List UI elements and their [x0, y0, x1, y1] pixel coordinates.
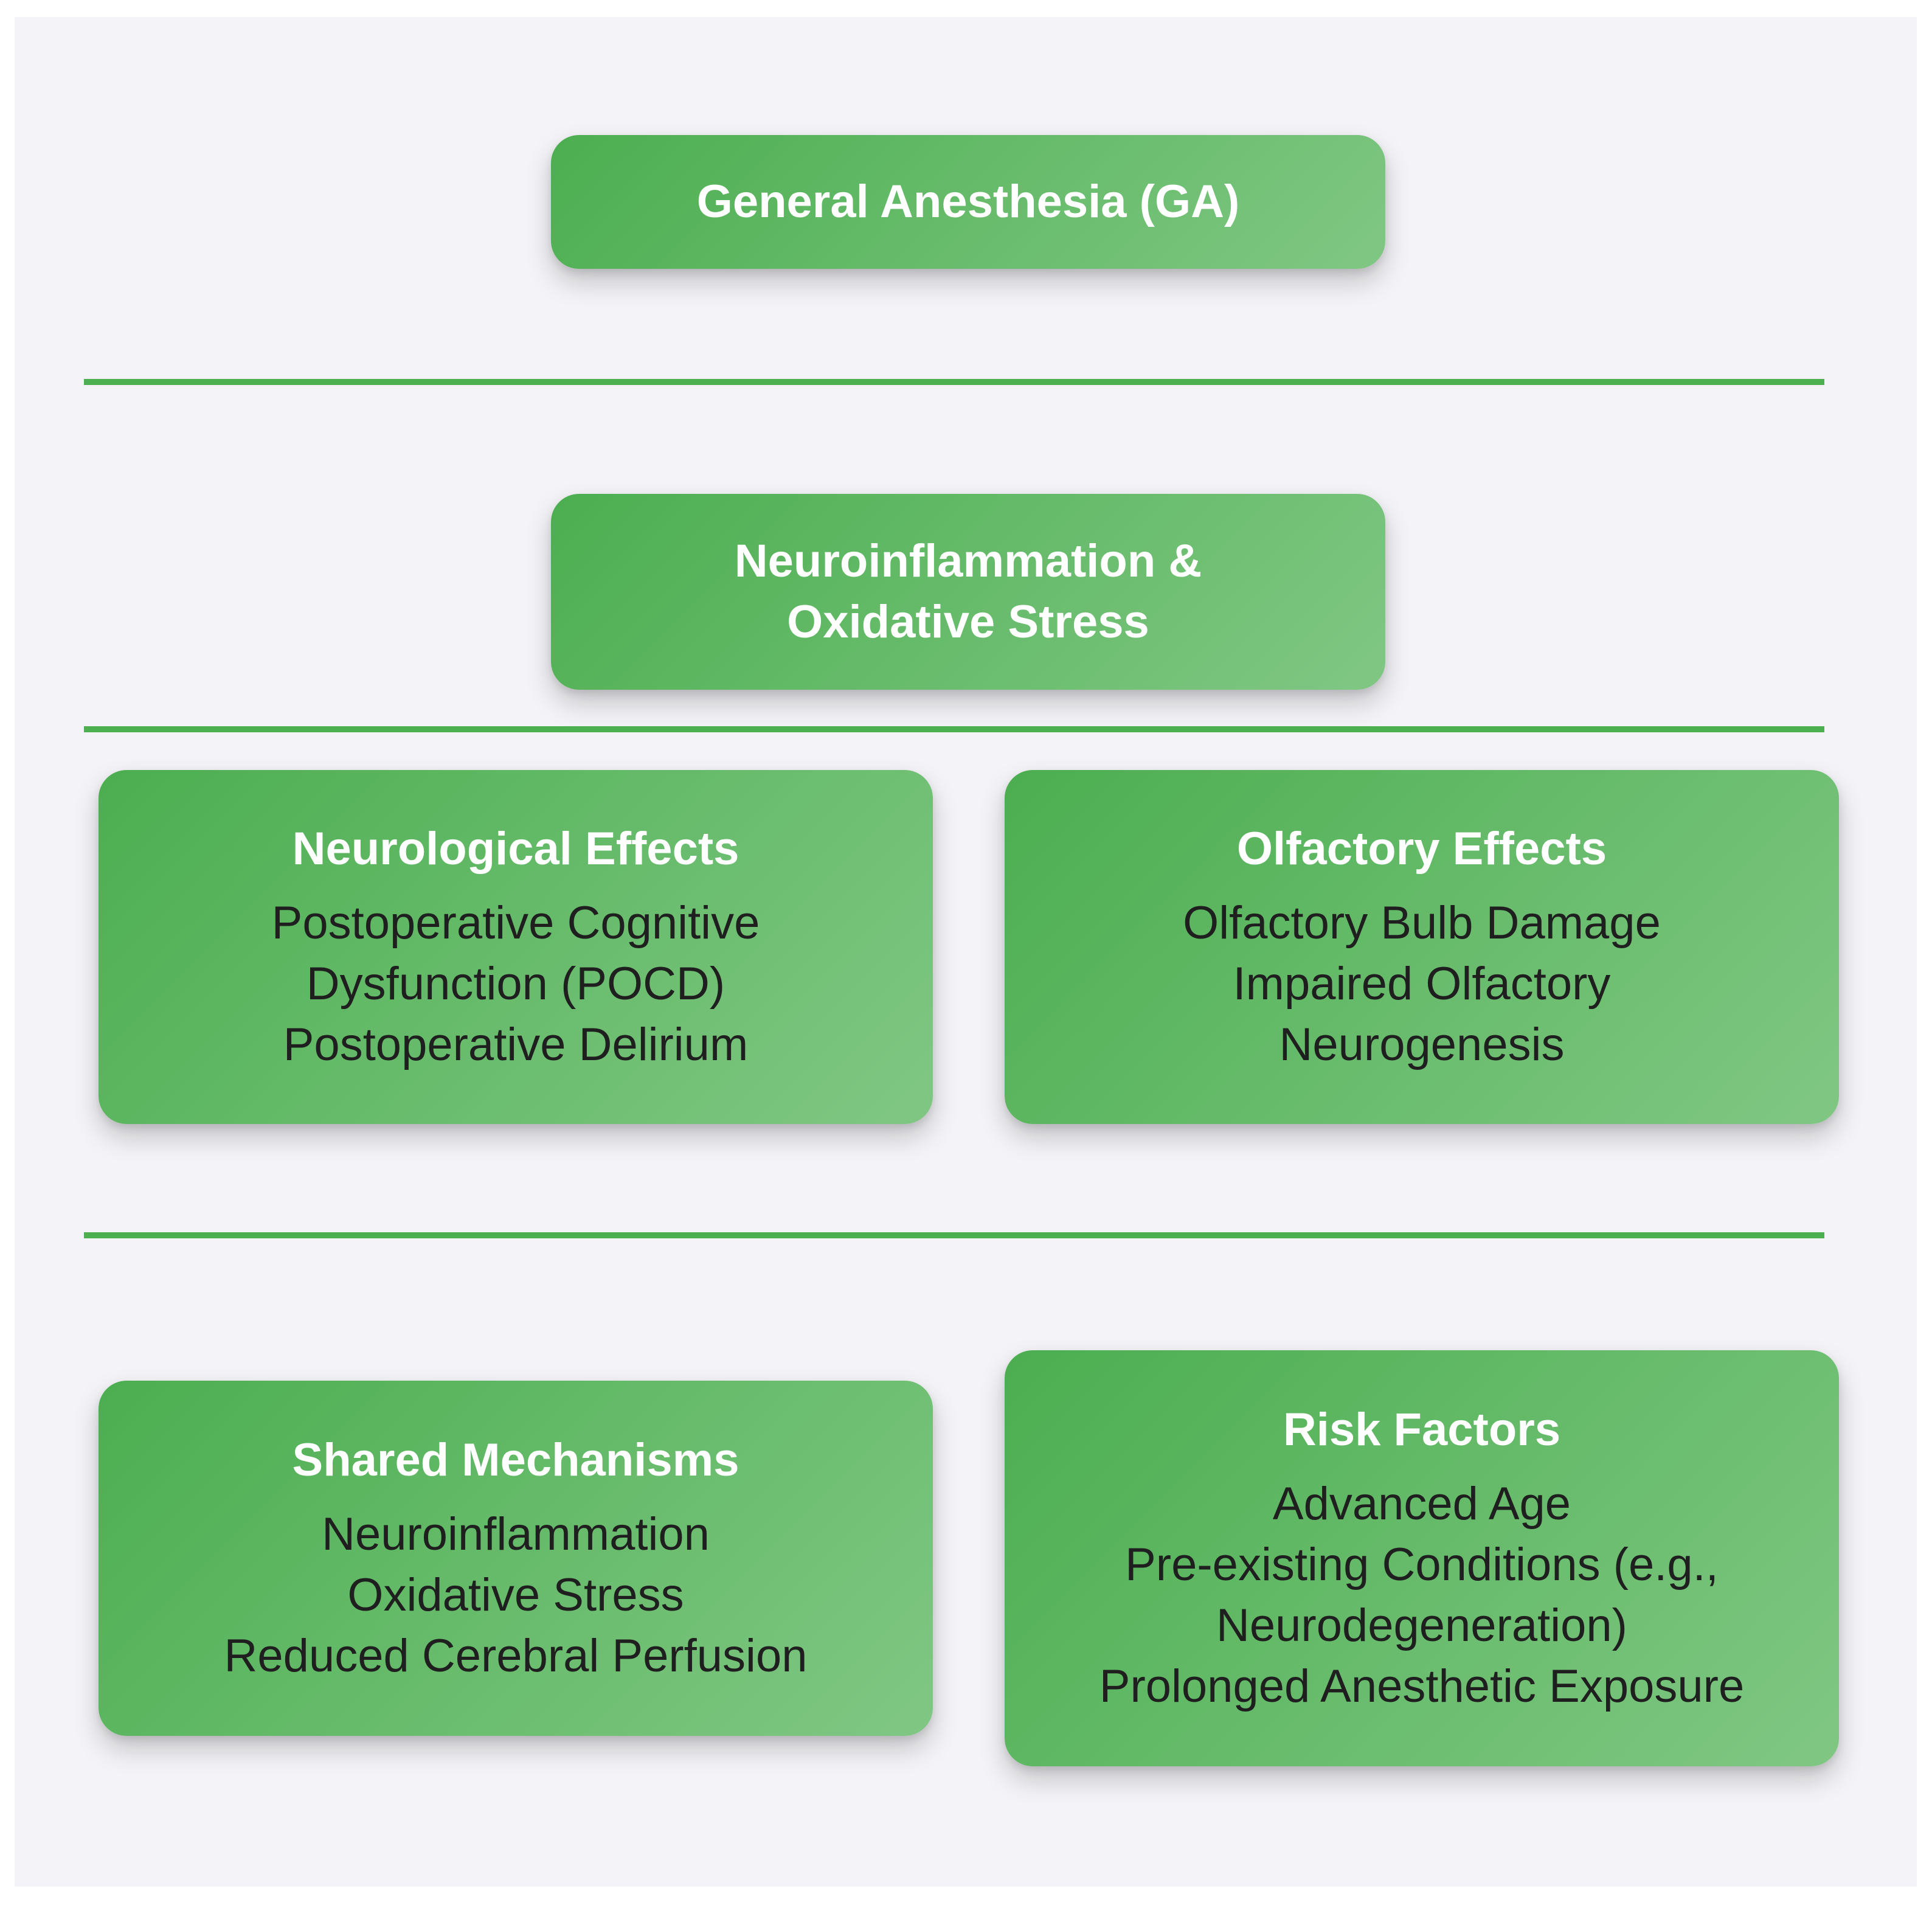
- general-anesthesia-title: General Anesthesia (GA): [696, 176, 1240, 227]
- divider-line-1: [84, 379, 1824, 385]
- list-item: Neuroinflammation: [322, 1508, 710, 1560]
- neuroinflammation-oxidative-stress-node: Neuroinflammation & Oxidative Stress: [551, 494, 1385, 690]
- list-item: Prolonged Anesthetic Exposure: [1099, 1660, 1745, 1712]
- list-item: Advanced Age: [1272, 1478, 1571, 1530]
- neurological-effects-node: Neurological Effects Postoperative Cogni…: [99, 770, 933, 1124]
- mid-node-title-line-1: Neuroinflammation &: [734, 535, 1202, 587]
- list-item: Impaired Olfactory: [1233, 958, 1611, 1010]
- risk-factors-node: Risk Factors Advanced Age Pre-existing C…: [1005, 1350, 1839, 1766]
- list-item: Postoperative Delirium: [283, 1019, 749, 1070]
- risk-factors-list: Advanced Age Pre-existing Conditions (e.…: [1063, 1474, 1781, 1717]
- list-item: Pre-existing Conditions (e.g.,: [1125, 1539, 1719, 1591]
- general-anesthesia-node: General Anesthesia (GA): [551, 135, 1385, 269]
- list-item: Postoperative Cognitive: [271, 897, 760, 949]
- shared-mechanisms-node: Shared Mechanisms Neuroinflammation Oxid…: [99, 1381, 933, 1736]
- list-item: Dysfunction (POCD): [306, 958, 725, 1010]
- list-item: Reduced Cerebral Perfusion: [224, 1630, 808, 1682]
- risk-factors-title: Risk Factors: [1283, 1404, 1561, 1455]
- list-item: Olfactory Bulb Damage: [1183, 897, 1661, 949]
- list-item: Neurodegeneration): [1216, 1600, 1627, 1651]
- divider-line-3: [84, 1232, 1824, 1238]
- olfactory-effects-title: Olfactory Effects: [1236, 823, 1607, 875]
- mid-node-title-line-2: Oxidative Stress: [787, 596, 1149, 648]
- neurological-effects-list: Postoperative Cognitive Dysfunction (POC…: [235, 893, 797, 1075]
- list-item: Oxidative Stress: [347, 1569, 684, 1621]
- shared-mechanisms-list: Neuroinflammation Oxidative Stress Reduc…: [188, 1504, 844, 1687]
- list-item: Neurogenesis: [1279, 1019, 1565, 1070]
- neurological-effects-title: Neurological Effects: [292, 823, 739, 875]
- shared-mechanisms-title: Shared Mechanisms: [292, 1434, 739, 1486]
- divider-line-2: [84, 726, 1824, 732]
- olfactory-effects-node: Olfactory Effects Olfactory Bulb Damage …: [1005, 770, 1839, 1124]
- olfactory-effects-list: Olfactory Bulb Damage Impaired Olfactory…: [1146, 893, 1697, 1075]
